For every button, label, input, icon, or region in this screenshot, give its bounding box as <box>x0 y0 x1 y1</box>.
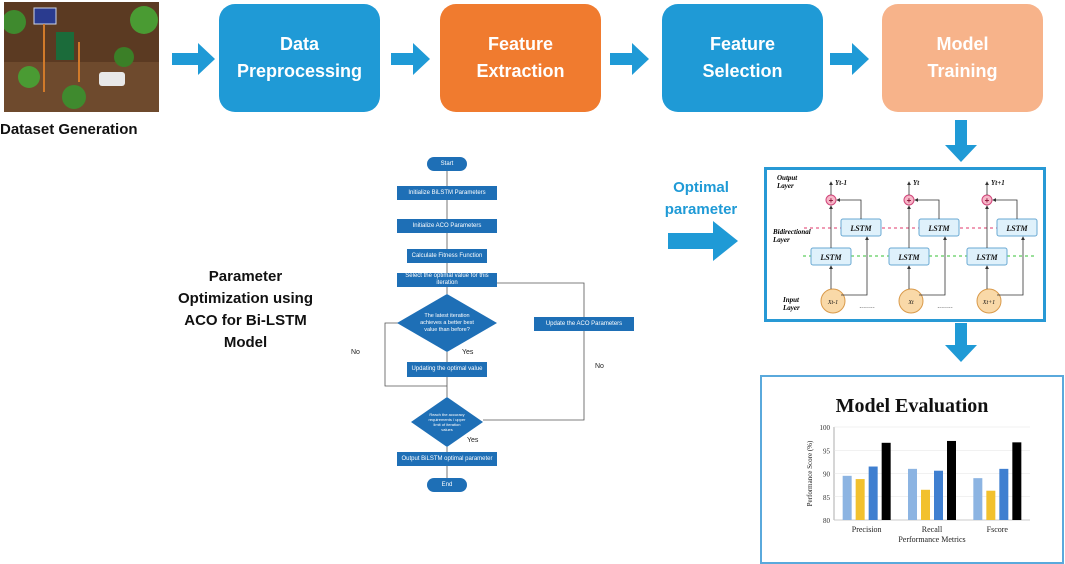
arrow-to-extraction <box>391 43 430 75</box>
bar-fscore-0 <box>973 478 983 520</box>
evaluation-title: Model Evaluation <box>835 395 989 417</box>
bar-fscore-3 <box>1012 442 1022 520</box>
sum-plus-0: + <box>829 196 834 205</box>
bar-precision-1 <box>855 479 865 520</box>
bilstm-bidirectional-layer-label: Bidirectional Layer <box>773 228 811 244</box>
x-tick-recall: Recall <box>922 525 943 534</box>
lstm-backward-label-2: LSTM <box>1005 224 1028 233</box>
backward-up-arrow-1 <box>914 198 940 219</box>
bar-fscore-1 <box>986 490 996 520</box>
flow-init-aco: Initialize ACO Parameters <box>397 219 497 233</box>
flow-decision-better-text: The latest iteration achieves a better b… <box>420 312 474 333</box>
stage-feature-extraction: Feature Extraction <box>440 4 601 112</box>
lstm-forward-label-0: LSTM <box>819 253 842 262</box>
arrow-optimal-parameter <box>668 221 738 261</box>
backward-up-arrow-0 <box>836 198 862 219</box>
bar-precision-2 <box>868 466 878 520</box>
flow-yes-2: Yes <box>467 437 479 444</box>
flow-update-aco: Update the ACO Parameters <box>534 317 634 331</box>
flow-end: End <box>427 478 467 492</box>
y-tick-1: 85 <box>823 494 831 502</box>
stage-data-preprocessing: Data Preprocessing <box>219 4 380 112</box>
output-label-0: Yt-1 <box>835 179 847 187</box>
input-node-1 <box>898 288 924 314</box>
bar-recall-0 <box>908 468 917 520</box>
input-label-2: Xt+1 <box>982 300 995 306</box>
arrow-to-training <box>830 43 869 75</box>
arrow-to-selection <box>610 43 649 75</box>
sum-plus-2: + <box>985 196 990 205</box>
bar-fscore-2 <box>999 468 1009 520</box>
optimal-parameter-label: Optimal parameter <box>664 179 738 218</box>
input-label-0: Xt-1 <box>827 300 838 306</box>
input-label-1: Xt <box>907 300 914 306</box>
output-label-1: Yt <box>913 179 920 187</box>
arrow-to-bilstm <box>945 120 977 162</box>
y-axis-label: Performance Score (%) <box>806 440 814 506</box>
bar-recall-3 <box>947 440 956 520</box>
bilstm-output-layer-label: Output Layer <box>777 174 798 190</box>
sum-plus-1: + <box>907 196 912 205</box>
stage-feature-selection: Feature Selection <box>662 4 823 112</box>
lstm-forward-label-1: LSTM <box>897 253 920 262</box>
bar-precision-3 <box>881 442 891 520</box>
y-tick-0: 80 <box>823 517 831 525</box>
flow-init-bilstm: Initialize BiLSTM Parameters <box>397 186 497 200</box>
flow-yes-1: Yes <box>462 349 474 356</box>
input-back-arrow-0 <box>841 236 869 296</box>
input-node-2 <box>976 288 1002 314</box>
flow-update-optimal: Updating the optimal value <box>407 362 487 377</box>
input-back-arrow-1 <box>919 236 947 296</box>
output-label-2: Yt+1 <box>991 179 1005 187</box>
x-axis-label: Performance Metrics <box>898 535 965 544</box>
y-tick-2: 90 <box>823 471 831 479</box>
flow-decision-better <box>397 294 497 352</box>
lstm-backward-label-1: LSTM <box>927 224 950 233</box>
input-node-0 <box>820 288 846 314</box>
bilstm-input-layer-label: Input Layer <box>783 296 800 312</box>
y-tick-4: 100 <box>820 424 831 432</box>
flow-start: Start <box>427 157 467 171</box>
arrow-to-evaluation <box>945 323 977 362</box>
stage-model-training: Model Training <box>882 4 1043 112</box>
flow-decision-accuracy <box>411 397 483 447</box>
input-dots-1: ........ <box>937 303 953 310</box>
dataset-photo <box>4 2 159 112</box>
y-tick-3: 95 <box>823 447 831 455</box>
lstm-forward-label-2: LSTM <box>975 253 998 262</box>
dataset-label: Dataset Generation <box>0 121 138 138</box>
x-tick-precision: Precision <box>852 525 882 534</box>
flow-no-2: No <box>595 363 604 370</box>
flow-decision-accuracy-text: Reach the accuracy requirements / upper … <box>428 412 466 432</box>
input-back-arrow-2 <box>997 236 1025 296</box>
bar-precision-0 <box>842 475 852 520</box>
flow-fitness: Calculate Fitness Function <box>407 249 487 263</box>
x-tick-fscore: Fscore <box>987 525 1009 534</box>
lstm-backward-label-0: LSTM <box>849 224 872 233</box>
flow-no-1: No <box>351 349 360 356</box>
arrow-to-preprocessing <box>172 43 215 75</box>
bar-recall-1 <box>921 489 930 520</box>
flow-output: Output BiLSTM optimal parameter <box>397 452 497 466</box>
optimization-title: Parameter Optimization using ACO for Bi-… <box>178 268 313 351</box>
flow-select-optimal: Select the optimal value for this iterat… <box>397 273 497 287</box>
bar-recall-2 <box>934 470 943 520</box>
backward-up-arrow-2 <box>992 198 1018 219</box>
input-dots-0: ........ <box>859 303 875 310</box>
